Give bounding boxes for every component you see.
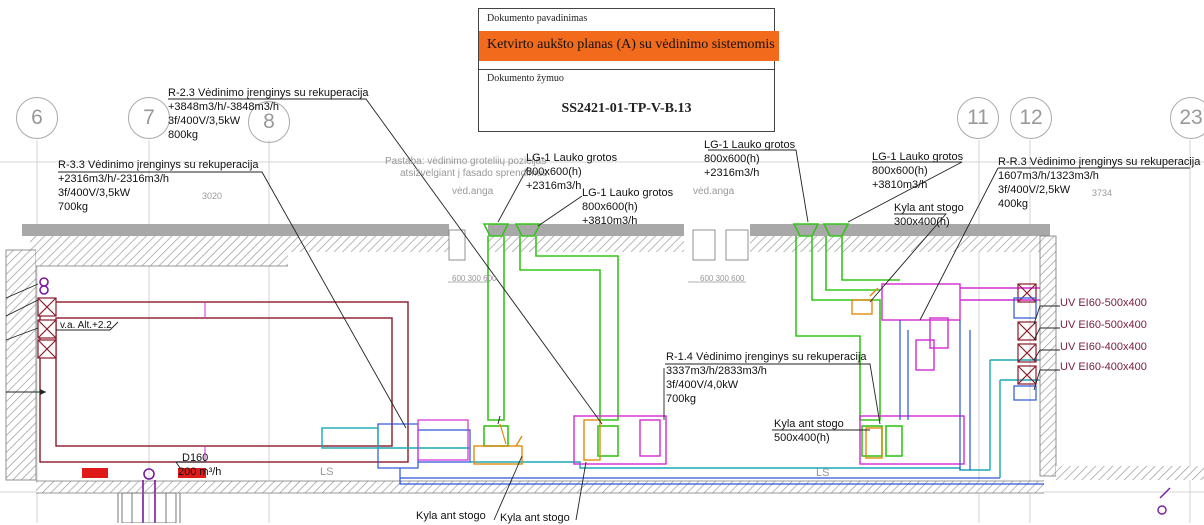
- axis-bubble-7: 7: [128, 97, 170, 139]
- duct-dark-vertical: [1017, 283, 1037, 385]
- duct-magenta-extract: [573, 283, 1040, 465]
- r23-mass: 800kg: [168, 129, 198, 141]
- doc-code-value: SS2421-01-TP-V-B.13: [561, 101, 692, 116]
- kyla-500-size: 500x400(h): [774, 432, 830, 444]
- label-r14: R-1.4 Vėdinimo įrenginys su rekuperacija…: [666, 350, 867, 406]
- lg1-d-title: LG-1 Lauko grotos: [872, 151, 964, 163]
- duct-r33-loop: [39, 301, 409, 463]
- label-d160-flow: 200 m³/h: [178, 466, 222, 478]
- doc-name-highlight: Ketvirto aukšto planas (A) su vėdinimo s…: [479, 31, 779, 61]
- red-block-left: [82, 468, 108, 478]
- axis-bubble-12: 12: [1010, 97, 1052, 139]
- label-kyla-500: Kyla ant stogo 500x400(h): [774, 417, 844, 445]
- lg1-d-size: 800x600(h): [872, 165, 928, 177]
- label-kyla-bottom-2: Kyla ant stogo: [500, 512, 570, 524]
- axis-bubble-11: 11: [957, 97, 999, 139]
- label-lg1-c: LG-1 Lauko grotos 800x600(h) +2316m3/h: [704, 138, 795, 180]
- r23-title: R-2.3 Vėdinimo įrenginys su rekuperacija: [168, 87, 369, 99]
- label-rr3: R-R.3 Vėdinimo įrenginys su rekuperacija…: [998, 155, 1200, 211]
- label-uv-2: UV EI60-500x400: [1060, 319, 1147, 331]
- dimension-3734: 3734: [1092, 188, 1113, 198]
- r33-flow: +2316m3/h/-2316m3/h: [58, 173, 169, 185]
- lg1-c-title: LG-1 Lauko grotos: [704, 139, 796, 151]
- orange-units: [473, 299, 883, 465]
- lg1-c-size: 800x600(h): [704, 153, 760, 165]
- lg1-c-flow: +2316m3/h: [704, 167, 760, 179]
- leader-lines: [5, 98, 1190, 521]
- title-block: Dokumento pavadinimas Ketvirto aukšto pl…: [478, 8, 779, 132]
- riser-bottom-right: [1157, 487, 1171, 515]
- label-lg1-d: LG-1 Lauko grotos 800x600(h) +3810m3/h: [872, 150, 963, 192]
- doc-name-value: Ketvirto aukšto planas (A) su vėdinimo s…: [487, 37, 775, 52]
- outer-wall-right: [1039, 235, 1204, 480]
- r14-flow: 3337m3/h/2833m3/h: [666, 365, 767, 377]
- red-block-mid: [178, 468, 206, 478]
- lg1-a-title: LG-1 Lauko grotos: [526, 152, 618, 164]
- label-ls-1: LS: [320, 466, 334, 478]
- doc-name-label: Dokumento pavadinimas: [487, 13, 588, 24]
- outer-wall-left: [5, 249, 288, 481]
- axis-bubble-6: 6: [16, 97, 58, 139]
- duct-blue-r33: [377, 423, 1044, 485]
- label-r33: R-3.3 Vėdinimo įrenginys su rekuperacija…: [58, 158, 259, 214]
- dimension-opening-1: 600 300 600: [452, 274, 497, 283]
- r33-title: R-3.3 Vėdinimo įrenginys su rekuperacija: [58, 159, 259, 171]
- r14-mass: 700kg: [666, 393, 696, 405]
- label-va-alt: v.a. Alt.+2.2: [60, 320, 112, 331]
- r33-mass: 700kg: [58, 201, 88, 213]
- label-kyla-bottom-1: Kyla ant stogo: [416, 510, 486, 522]
- label-kyla-300: Kyla ant stogo 300x400(h): [894, 201, 964, 229]
- left-riser-boxes: [37, 297, 57, 359]
- note-line-2: atsižvelgiant į fasado sprendimus: [400, 168, 548, 179]
- label-r23: R-2.3 Vėdinimo įrenginys su rekuperacija…: [168, 86, 369, 142]
- label-uv-4: UV EI60-400x400: [1060, 361, 1147, 373]
- ved-anga-label-1: vėd.anga: [452, 186, 494, 197]
- label-uv-1: UV EI60-500x400: [1060, 297, 1147, 309]
- lg1-b-flow: +3810m3/h: [582, 215, 638, 227]
- rr3-flow: 1607m3/h/1323m3/h: [998, 170, 1099, 182]
- r33-power: 3f/400V/3,5kW: [58, 187, 131, 199]
- label-uv-3: UV EI60-400x400: [1060, 341, 1147, 353]
- r23-flow: +3848m3/h/-3848m3/h: [168, 101, 279, 113]
- ved-anga-label-2: vėd.anga: [693, 186, 735, 197]
- kyla-300-size: 300x400(h): [894, 216, 950, 228]
- axis-bubble-8: 8: [248, 101, 290, 143]
- label-lg1-a: LG-1 Lauko grotos 800x600(h) +2316m3/h: [526, 151, 617, 193]
- kyla-300-title: Kyla ant stogo: [894, 202, 964, 214]
- lg1-b-title: LG-1 Lauko grotos: [582, 187, 674, 199]
- duct-green-supply: [482, 223, 903, 457]
- note-line-1: Pastaba: vėdinimo groteliių pozicijas: [385, 156, 547, 167]
- rr3-mass: 400kg: [998, 198, 1028, 210]
- lg1-b-size: 800x600(h): [582, 201, 638, 213]
- r23-power: 3f/400V/3,5kW: [168, 115, 241, 127]
- title-block-divider: [479, 69, 774, 70]
- duct-cyan-outdoor: [321, 359, 1040, 478]
- doc-code-label: Dokumento žymuo: [487, 73, 564, 84]
- rr3-title: R-R.3 Vėdinimo įrenginys su rekuperacija: [998, 156, 1201, 168]
- r14-title: R-1.4 Vėdinimo įrenginys su rekuperacija: [666, 351, 867, 363]
- dimension-opening-2: 600 300 600: [700, 274, 745, 283]
- riser-d160: [142, 468, 156, 523]
- label-d160: D160: [182, 452, 209, 464]
- label-lg1-b: LG-1 Lauko grotos 800x600(h) +3810m3/h: [582, 186, 673, 228]
- axis-bubble-23: 23: [1170, 97, 1204, 139]
- outer-wall-top: [22, 224, 1050, 261]
- kyla-500-title: Kyla ant stogo: [774, 418, 844, 430]
- lg1-d-flow: +3810m3/h: [872, 179, 928, 191]
- dimension-3020: 3020: [202, 191, 223, 201]
- r14-power: 3f/400V/4,0kW: [666, 379, 739, 391]
- lg1-a-flow: +2316m3/h: [526, 180, 582, 192]
- lg1-a-size: 800x600(h): [526, 166, 582, 178]
- label-ls-2: LS: [816, 467, 830, 479]
- rr3-power: 3f/400V/2,5kW: [998, 184, 1071, 196]
